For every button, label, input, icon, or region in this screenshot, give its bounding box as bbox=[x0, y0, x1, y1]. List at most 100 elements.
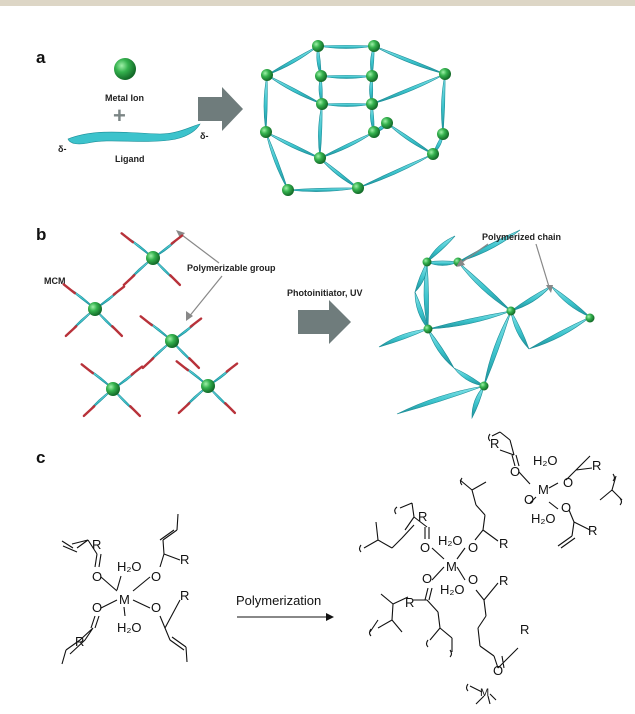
poly-metal-lower: M bbox=[480, 687, 489, 699]
polymerizable-group-end bbox=[82, 405, 96, 418]
framework-linker bbox=[321, 102, 373, 107]
polymerizable-group-end bbox=[175, 360, 190, 372]
polymer-chain-segment bbox=[427, 310, 512, 330]
poly-metal-upper: M bbox=[538, 482, 549, 497]
poly-o-8: O bbox=[561, 500, 571, 515]
polymerizable-group-end bbox=[188, 357, 201, 370]
polymerization-label: Polymerization bbox=[236, 593, 321, 608]
framework-node bbox=[315, 70, 327, 82]
polymer-chain-segment bbox=[528, 316, 591, 350]
framework-linker bbox=[266, 74, 323, 105]
pointer-line-2 bbox=[187, 275, 223, 319]
delta-left: δ- bbox=[58, 144, 66, 154]
mcm-metal-center bbox=[201, 379, 215, 393]
framework-node bbox=[282, 184, 294, 196]
polymerizable-group-end bbox=[62, 283, 77, 295]
framework-node bbox=[314, 152, 326, 164]
polymer-chain-segment bbox=[550, 285, 591, 318]
framework-linker bbox=[263, 74, 268, 133]
pointer-head-2 bbox=[186, 311, 193, 321]
poly-metal-center: M bbox=[446, 559, 457, 574]
r-ll: R bbox=[75, 634, 84, 649]
framework-node bbox=[368, 40, 380, 52]
ligand-label: Ligand bbox=[115, 154, 145, 164]
pointer-line-1 bbox=[177, 231, 220, 264]
polymerizable-group-end bbox=[139, 315, 154, 327]
polymerizable-group-end bbox=[80, 363, 95, 375]
monomer-bonds bbox=[61, 513, 188, 665]
poly-water-2: H₂O bbox=[440, 582, 465, 597]
network-metal-node bbox=[422, 257, 432, 267]
polymerizable-group-label: Polymerizable group bbox=[187, 263, 276, 273]
poly-o-6: O bbox=[524, 492, 534, 507]
poly-r-2: R bbox=[499, 536, 508, 551]
framework-node bbox=[316, 98, 328, 110]
panel-b: b MCM Polymerizable group Photoinitiator… bbox=[36, 225, 595, 420]
framework-node bbox=[437, 128, 449, 140]
poly-o-9: O bbox=[493, 663, 503, 678]
poly-water-1: H₂O bbox=[438, 533, 463, 548]
framework-node bbox=[366, 98, 378, 110]
polymer-network: M H₂O H₂O O O O O R R R R M H₂O H₂O O O … bbox=[358, 431, 623, 705]
polymer-bonds bbox=[363, 431, 623, 705]
poly-o-7: O bbox=[563, 475, 573, 490]
framework-linker bbox=[371, 73, 446, 105]
polymerizable-group-end bbox=[169, 274, 182, 287]
poly-r-8: R bbox=[520, 622, 529, 637]
polymerizable-group-end bbox=[224, 402, 237, 415]
arrow-b bbox=[298, 300, 351, 344]
polymer-chain-segment bbox=[427, 328, 455, 369]
polymerizable-group-end bbox=[177, 402, 191, 415]
oxygen-ll: O bbox=[92, 600, 102, 615]
ligand-strand bbox=[67, 123, 201, 145]
polymer-chain-segment bbox=[457, 261, 512, 312]
polymerizable-group-end bbox=[170, 234, 184, 245]
polymer-chain-segment bbox=[483, 310, 512, 387]
framework-linker bbox=[287, 187, 359, 192]
pointer-line-3 bbox=[457, 243, 489, 266]
poly-o-1: O bbox=[420, 540, 430, 555]
network-metal-node bbox=[585, 313, 595, 323]
panel-b-label: b bbox=[36, 225, 46, 244]
framework-linker bbox=[373, 45, 446, 75]
polymer-chain-segment bbox=[510, 310, 530, 350]
poly-r-3: R bbox=[405, 595, 414, 610]
oxygen-lr: O bbox=[151, 600, 161, 615]
polymer-chain-segment bbox=[453, 367, 485, 387]
framework-linker bbox=[320, 74, 373, 79]
framework-node bbox=[368, 126, 380, 138]
r-ul: R bbox=[92, 537, 101, 552]
framework-linker bbox=[318, 103, 323, 159]
pointer-line-4 bbox=[535, 243, 551, 291]
polymerizable-group-end bbox=[189, 317, 203, 328]
framework-linker bbox=[441, 73, 446, 135]
polymerizable-group-end bbox=[129, 405, 142, 418]
polymer-chain-segment bbox=[426, 235, 456, 263]
polymerized-chain-label: Polymerized chain bbox=[482, 232, 561, 242]
poly-r-7: R bbox=[588, 523, 597, 538]
metal-ion-sphere bbox=[114, 58, 136, 80]
polymerizable-group-end bbox=[122, 274, 136, 287]
panel-c-label: c bbox=[36, 448, 45, 467]
panel-c: c M H₂O H₂O O O O O R R R R Polymerizati… bbox=[36, 431, 623, 705]
poly-water-3: H₂O bbox=[533, 453, 558, 468]
framework-linker bbox=[386, 122, 434, 155]
delta-right: δ- bbox=[200, 131, 208, 141]
photoinitiator-label: Photoinitiator, UV bbox=[287, 288, 363, 298]
polymer-chain-segment bbox=[471, 384, 485, 420]
polymerizable-group-end bbox=[141, 357, 155, 370]
pointer-head-3 bbox=[456, 259, 465, 267]
polymerized-network bbox=[378, 229, 595, 420]
framework-node bbox=[260, 126, 272, 138]
framework-node bbox=[427, 148, 439, 160]
framework-node bbox=[366, 70, 378, 82]
mcm-metal-center bbox=[106, 382, 120, 396]
poly-r-4: R bbox=[499, 573, 508, 588]
mcm-label: MCM bbox=[44, 276, 66, 286]
framework-node bbox=[312, 40, 324, 52]
poly-o-2: O bbox=[468, 540, 478, 555]
poly-r-5: R bbox=[490, 436, 499, 451]
truncation-marks bbox=[358, 433, 623, 692]
oxygen-ur: O bbox=[151, 569, 161, 584]
framework-linker bbox=[319, 157, 359, 189]
